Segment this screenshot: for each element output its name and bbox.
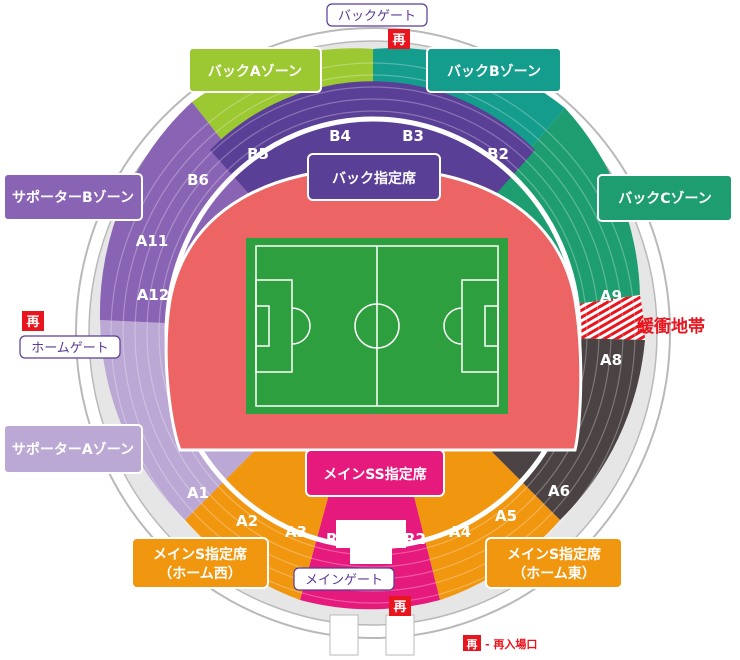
block-a3: A3 (285, 523, 307, 541)
home-gate[interactable]: ホームゲート (19, 335, 121, 359)
block-labels: B4 B3 B5 B2 B6 A11 A12 A9 A8 A1 A2 A3 R1… (136, 127, 622, 548)
zone-back-c-label: バックCゾーン (618, 190, 712, 207)
reentry-legend: 再 - 再入場口 (463, 635, 537, 651)
block-a9: A9 (600, 287, 622, 305)
lower-stairs (329, 614, 415, 656)
zone-back-reserved-label: バック指定席 (332, 170, 416, 187)
back-gate[interactable]: バックゲート (326, 3, 428, 27)
buffer-zone-legend: 緩衝地帯 (601, 316, 705, 337)
football-pitch (246, 238, 508, 414)
block-b5: B5 (247, 145, 269, 163)
zone-supporter-a-label: サポーターAゾーン (12, 441, 134, 458)
block-a12: A12 (137, 286, 169, 304)
zone-main-ss-label: メインSS指定席 (323, 466, 427, 483)
zone-supporter-b-label: サポーターBゾーン (12, 189, 134, 206)
buffer-zone-label: 緩衝地帯 (637, 316, 705, 337)
block-a11: A11 (136, 232, 168, 250)
reentry-marker-back: 再 (388, 29, 410, 49)
zone-main-s-east-line2: （ホーム東） (512, 565, 596, 582)
zone-back-c[interactable]: バックCゾーン (597, 174, 733, 222)
block-r2: R2 (404, 530, 426, 548)
block-r1: R1 (326, 530, 348, 548)
zone-back-b-label: バックBゾーン (447, 63, 541, 80)
zone-main-s-west-line1: メインS指定席 (153, 546, 247, 563)
block-a1: A1 (187, 484, 209, 502)
zone-main-s-west-line2: （ホーム西） (158, 566, 242, 582)
reentry-marker-home: 再 (22, 311, 44, 331)
block-a6: A6 (548, 482, 570, 500)
back-gate-label: バックゲート (338, 9, 416, 24)
zone-supporter-a[interactable]: サポーターAゾーン (3, 424, 143, 474)
zone-main-ss[interactable]: メインSS指定席 (305, 449, 445, 497)
zone-supporter-b[interactable]: サポーターBゾーン (3, 173, 143, 221)
reentry-mark-home: 再 (26, 315, 39, 330)
home-gate-label: ホームゲート (31, 341, 109, 356)
main-gate[interactable]: メインゲート (293, 567, 395, 591)
block-b4: B4 (329, 127, 351, 145)
main-gate-label: メインゲート (305, 573, 383, 588)
block-a2: A2 (236, 512, 258, 530)
legend-text: - 再入場口 (485, 637, 537, 651)
zone-back-b[interactable]: バックBゾーン (426, 47, 562, 93)
block-b3: B3 (402, 127, 424, 145)
legend-mark: 再 (467, 638, 478, 651)
block-a5: A5 (495, 507, 517, 525)
reentry-marker-main: 再 (389, 596, 411, 616)
zone-main-s-east[interactable]: メインS指定席 （ホーム東） (485, 537, 623, 589)
zone-back-reserved[interactable]: バック指定席 (307, 153, 441, 201)
main-stand-entrance (336, 520, 406, 564)
zone-back-a[interactable]: バックAゾーン (188, 47, 322, 93)
zone-main-s-east-line1: メインS指定席 (507, 546, 601, 563)
zone-back-a-label: バックAゾーン (208, 63, 302, 80)
block-a4: A4 (449, 523, 471, 541)
reentry-mark-main: 再 (393, 600, 406, 615)
block-b2: B2 (487, 145, 509, 163)
block-a8: A8 (600, 351, 622, 369)
zone-main-s-west[interactable]: メインS指定席 （ホーム西） (131, 537, 269, 589)
reentry-mark-back: 再 (392, 33, 405, 48)
block-b6: B6 (187, 171, 209, 189)
